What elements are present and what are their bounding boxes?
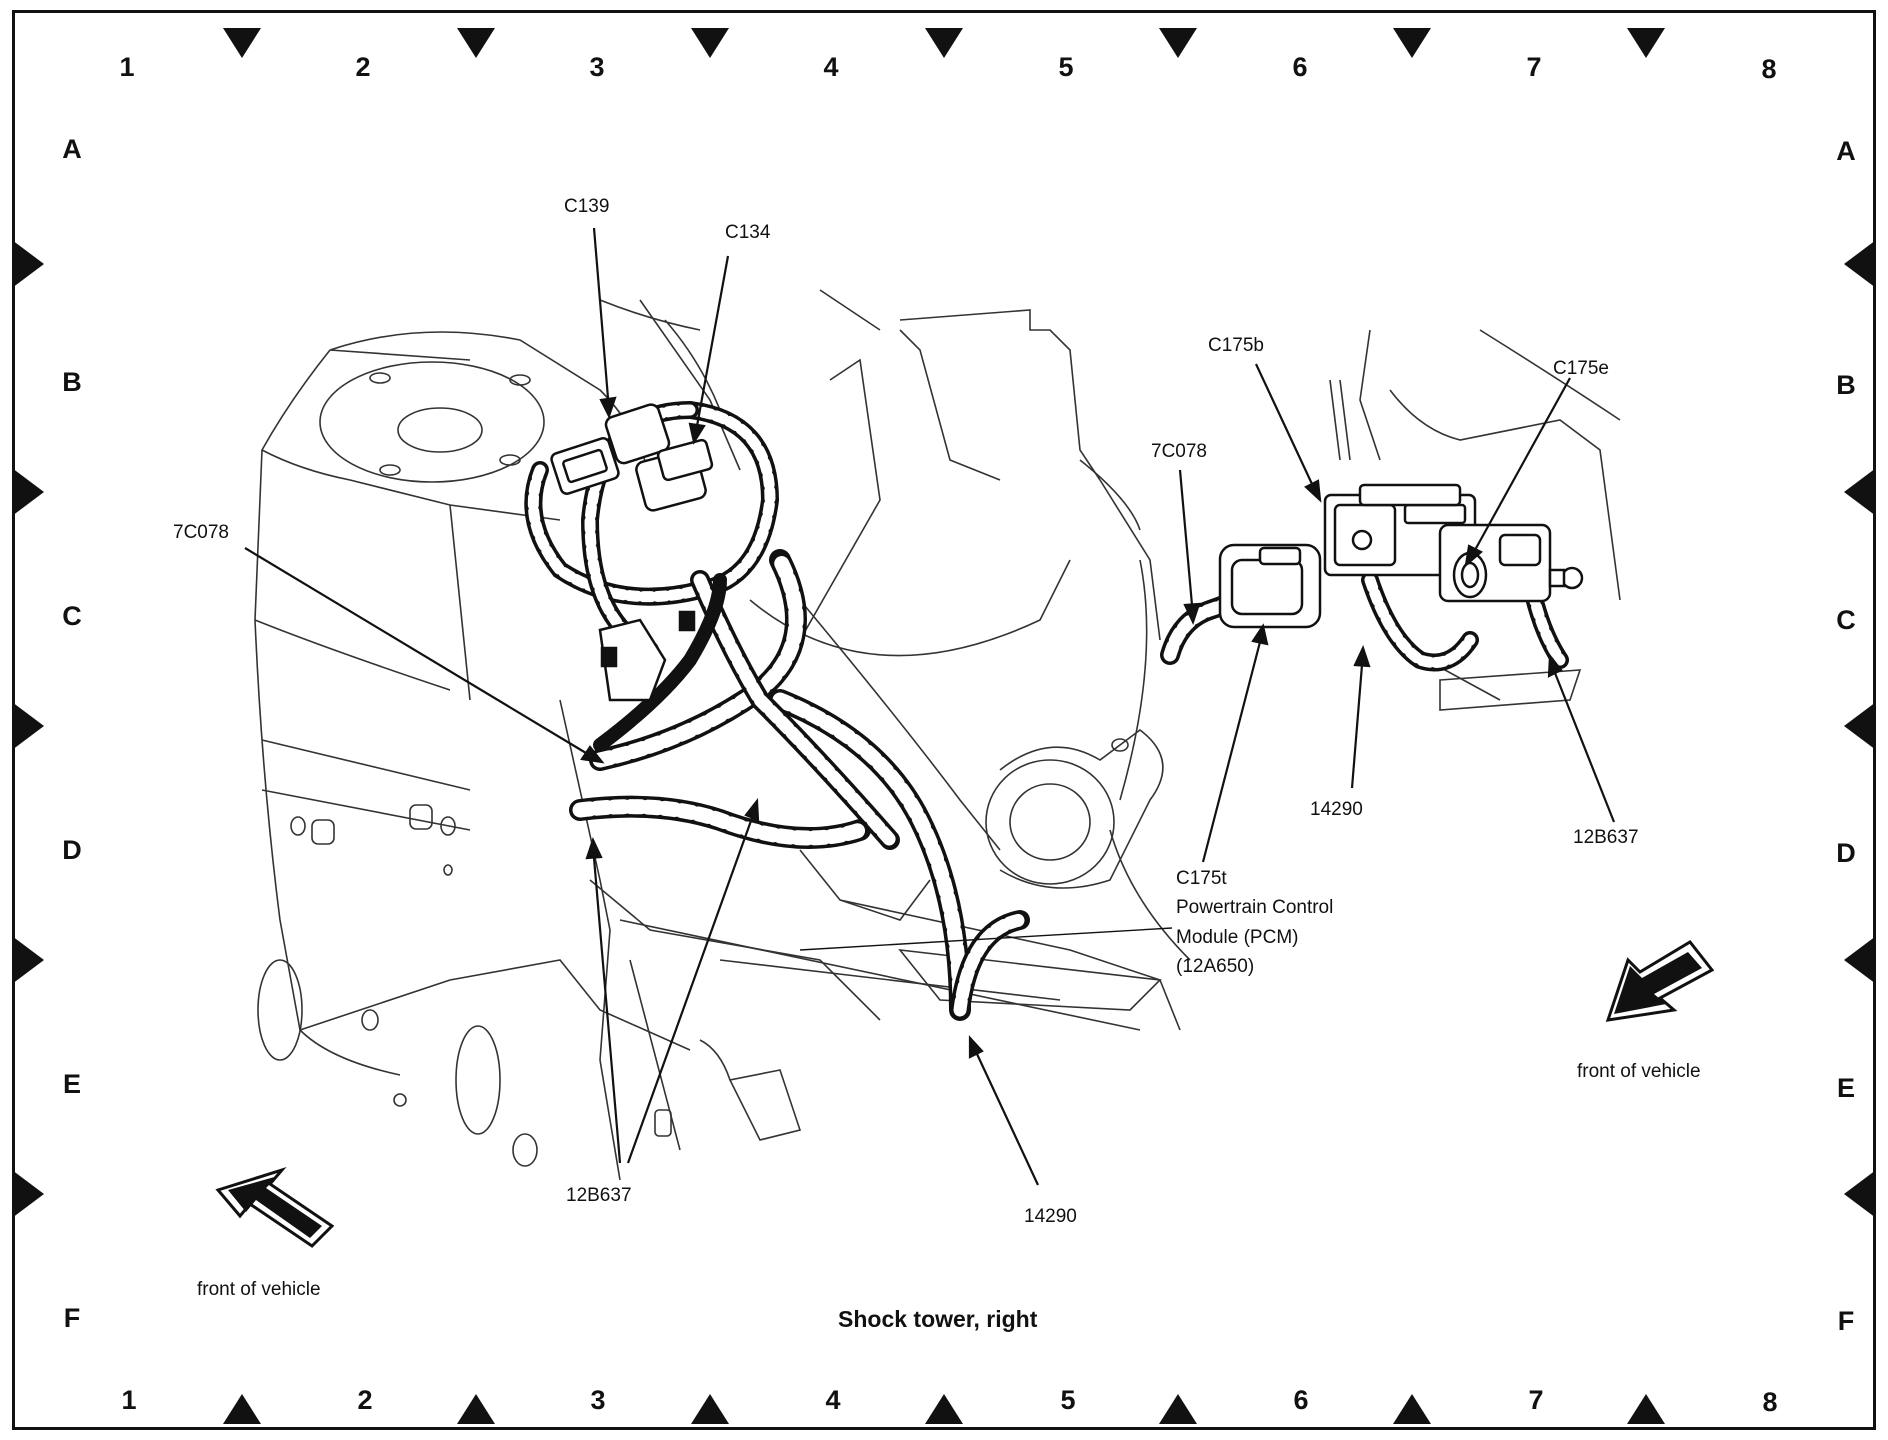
callout-pcm-line2: Module (PCM) [1176, 927, 1299, 948]
leader-c139 [592, 227, 610, 399]
grid-col-bottom-7: 7 [1528, 1385, 1544, 1415]
border-triangle-markers [12, 28, 1876, 1424]
grid-row-right-D: D [1836, 838, 1856, 868]
callout-c139: C139 [564, 196, 610, 217]
grid-col-top-4: 4 [823, 52, 839, 82]
leader-c175t [1201, 641, 1262, 863]
front-of-vehicle-label-right: front of vehicle [1577, 1061, 1701, 1082]
leader-14290-right [1350, 664, 1364, 789]
grid-col-top-6: 6 [1292, 52, 1308, 82]
leader-c175b [1255, 363, 1313, 485]
callout-14290-bottom: 14290 [1024, 1206, 1077, 1227]
grid-row-left-C: C [62, 601, 82, 631]
direction-arrow-icon-right [1605, 940, 1715, 1022]
grid-col-bottom-2: 2 [357, 1385, 373, 1415]
grid-row-left-F: F [63, 1303, 81, 1333]
leader-7c078-right [1178, 469, 1194, 606]
right-triangle-markers [1844, 240, 1876, 1218]
leader-c134 [695, 255, 730, 427]
callout-pcm-line3: (12A650) [1176, 956, 1255, 977]
leader-7c078-left [244, 547, 587, 754]
callout-pcm-line1: Powertrain Control [1176, 897, 1334, 918]
grid-col-top-2: 2 [355, 52, 371, 82]
leader-pcm [799, 927, 1173, 951]
callout-7c078-left: 7C078 [173, 522, 229, 543]
direction-arrow-icon-left [215, 1167, 335, 1248]
grid-row-right-F: F [1837, 1306, 1855, 1336]
grid-row-right-C: C [1836, 605, 1856, 635]
grid-row-left-B: B [62, 367, 82, 397]
leader-12b637-left-a [592, 857, 622, 1164]
grid-col-bottom-6: 6 [1293, 1385, 1309, 1415]
callout-c134: C134 [725, 222, 771, 243]
grid-row-left-E: E [62, 1069, 81, 1099]
bracket-clip [598, 610, 696, 702]
grid-col-top-7: 7 [1526, 52, 1542, 82]
leader-lines [244, 227, 1616, 1186]
connectors [550, 403, 1584, 702]
connector-c139 [550, 403, 671, 495]
shock-tower-body [254, 289, 1621, 1181]
connector-c175e [1438, 523, 1584, 603]
grid-col-bottom-3: 3 [590, 1385, 606, 1415]
leader-14290-bottom [976, 1053, 1039, 1186]
callout-c175e: C175e [1553, 358, 1609, 379]
connector-c134 [635, 438, 714, 512]
callout-12b637-right: 12B637 [1573, 827, 1639, 848]
grid-row-right-B: B [1836, 370, 1856, 400]
leader-c175e [1474, 377, 1571, 551]
left-triangle-markers [12, 240, 44, 1218]
callout-14290-right: 14290 [1310, 799, 1363, 820]
connector-c175t [1218, 543, 1322, 629]
grid-row-right-A: A [1836, 136, 1856, 166]
connector-c175b-pcm [1323, 483, 1477, 577]
grid-row-right-E: E [1836, 1073, 1855, 1103]
front-of-vehicle-label-left: front of vehicle [197, 1279, 321, 1300]
grid-col-bottom-4: 4 [825, 1385, 841, 1415]
grid-col-top-3: 3 [589, 52, 605, 82]
grid-row-left-D: D [62, 835, 82, 865]
grid-col-bottom-5: 5 [1060, 1385, 1076, 1415]
top-triangle-markers [223, 28, 1665, 58]
diagram-caption: Shock tower, right [838, 1306, 1038, 1332]
callout-c175b: C175b [1208, 335, 1264, 356]
grid-col-top-8: 8 [1761, 54, 1777, 84]
callout-12b637-left: 12B637 [566, 1185, 632, 1206]
callout-7c078-right: 7C078 [1151, 441, 1207, 462]
callout-c175t: C175t [1176, 868, 1227, 889]
grid-col-top-1: 1 [119, 52, 135, 82]
grid-col-bottom-1: 1 [121, 1385, 137, 1415]
grid-col-bottom-8: 8 [1762, 1387, 1778, 1417]
leader-12b637-left-b [626, 817, 754, 1164]
leader-12b637-right [1553, 672, 1616, 823]
grid-col-top-5: 5 [1058, 52, 1074, 82]
bottom-triangle-markers [223, 1394, 1665, 1424]
grid-row-left-A: A [62, 134, 82, 164]
